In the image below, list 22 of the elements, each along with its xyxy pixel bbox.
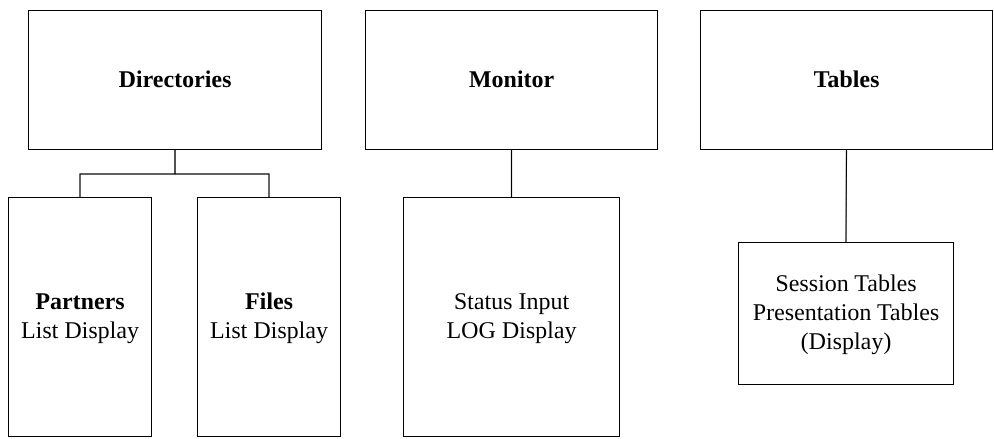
box-text: (Display)	[800, 328, 892, 357]
box-heading: Tables	[814, 66, 880, 94]
text-box	[700, 10, 993, 150]
box-heading: Files	[245, 288, 293, 317]
text-box	[738, 242, 954, 385]
text-box	[403, 197, 620, 437]
box-text: List Display	[21, 317, 139, 346]
connector-line	[510, 150, 512, 197]
connector-line	[174, 150, 270, 197]
box-text: LOG Display	[446, 317, 576, 346]
box-heading: Monitor	[468, 66, 554, 94]
box-text: Presentation Tables	[752, 299, 940, 328]
box-heading: Directories	[118, 66, 232, 94]
box-text: Status Input	[454, 288, 570, 317]
connector-line	[845, 150, 848, 242]
text-box	[197, 197, 341, 437]
text-box	[365, 10, 658, 150]
text-box	[8, 197, 152, 437]
box-text: List Display	[210, 317, 328, 346]
box-heading: Partners	[35, 288, 125, 317]
box-text: Session Tables	[775, 270, 917, 299]
text-box	[28, 10, 322, 150]
